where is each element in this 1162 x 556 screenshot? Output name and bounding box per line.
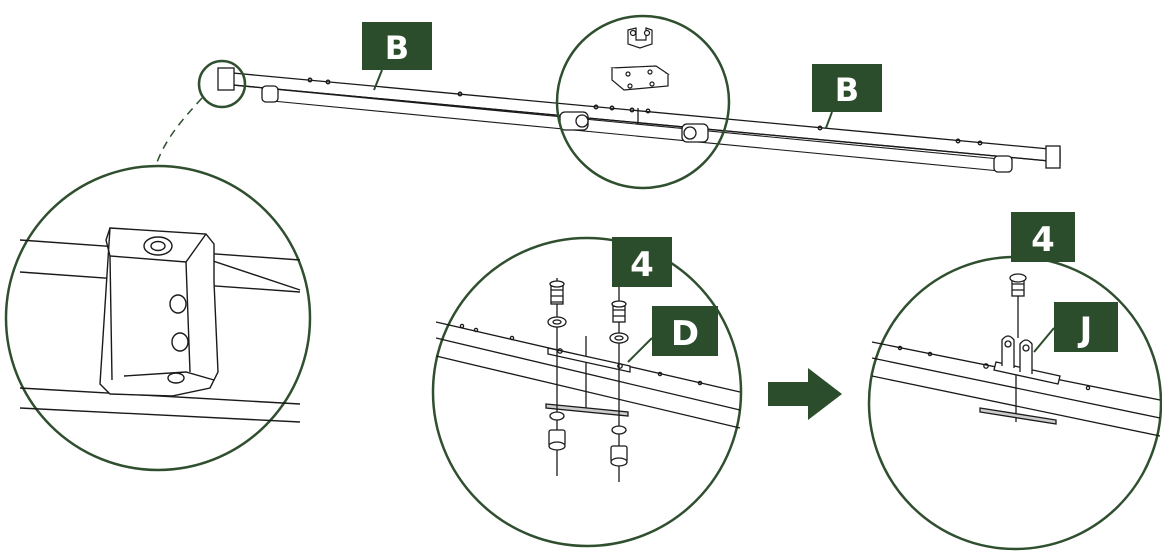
- part-label-4-right-text: 4: [1031, 220, 1055, 260]
- part-label-4-left-text: 4: [630, 245, 654, 285]
- part-label-b-left-text: B: [385, 29, 409, 67]
- end-bracket-zoom: [4, 164, 312, 472]
- part-label-4-right: 4: [1011, 212, 1075, 262]
- detail-marker-circle: [197, 59, 247, 109]
- part-label-b-right-text: B: [835, 71, 859, 109]
- part-label-d-text: D: [671, 314, 699, 354]
- part-label-j-text: J: [1078, 310, 1093, 350]
- bracket-j-zoom: 4 J: [867, 212, 1162, 551]
- part-label-d: D: [627, 306, 718, 363]
- part-label-b-left: B: [362, 22, 432, 91]
- part-label-j: J: [1033, 302, 1118, 353]
- rail-assembly: [217, 67, 1061, 173]
- part-label-4-left: 4: [612, 237, 672, 287]
- detail-leader-line: [154, 97, 203, 169]
- part-label-b-right: B: [812, 64, 882, 129]
- plate-d-zoom: 4 D: [431, 236, 743, 548]
- center-bracket-detail: [555, 14, 731, 190]
- right-arrow-icon: [768, 368, 842, 420]
